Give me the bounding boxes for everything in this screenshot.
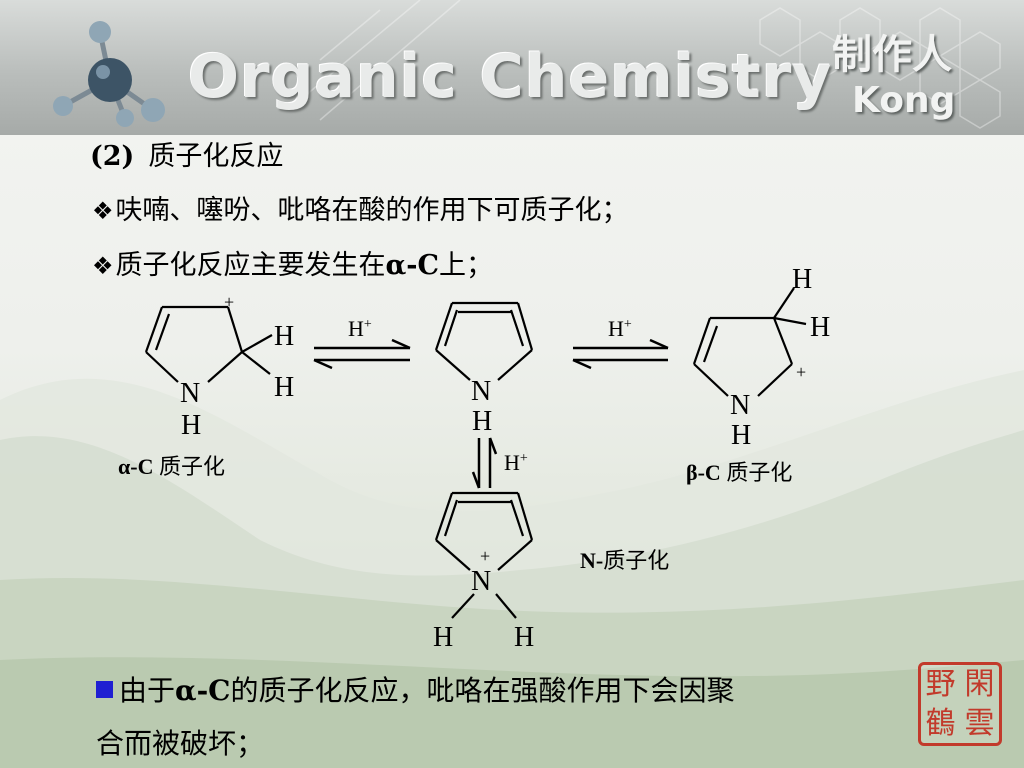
proton-label-left: H+ (348, 316, 372, 341)
beta-atom-h-top: H (792, 264, 812, 295)
footnote-line: 合而被破坏； (96, 727, 265, 760)
author-label: 制作人 (832, 32, 952, 78)
alpha-atom-h2: H (274, 372, 294, 403)
pyrrole-atom-n: N (471, 376, 491, 407)
author-seal-stamp: 野 閑 鶴 雲 (918, 662, 1002, 746)
seal-char: 野 (925, 667, 956, 702)
beta-atom-nh: H (731, 420, 751, 451)
pyrrole-atom-h: H (472, 406, 492, 437)
equilibrium-arrow-left (313, 338, 411, 370)
bullet-text: 上； (439, 250, 493, 281)
bullet-text: 呋喃、噻吩、吡咯在酸的作用下可质子化； (115, 195, 629, 226)
seal-char: 閑 (964, 667, 995, 702)
n-atom-n: N (471, 566, 491, 597)
proton-label-vertical: H+ (504, 450, 528, 475)
beta-caption: β-C 质子化 (686, 460, 792, 485)
n-charge: + (480, 546, 490, 566)
bullet-item: ❖呋喃、噻吩、吡咯在酸的作用下可质子化； (92, 188, 629, 227)
square-bullet-icon (96, 681, 113, 698)
footnote-text-bold: α-C (175, 674, 231, 707)
author-name: Kong (852, 80, 956, 121)
equilibrium-arrow-vertical (471, 437, 498, 489)
beta-charge: + (796, 362, 806, 382)
section-heading: (2) 质子化反应 (90, 134, 283, 173)
alpha-caption: α-C 质子化 (118, 454, 225, 479)
bullet-item: ❖质子化反应主要发生在α-C上； (92, 243, 493, 282)
beta-atom-n: N (730, 390, 750, 421)
beta-protonated-pyrrole (692, 287, 807, 397)
seal-char: 鶴 (925, 706, 956, 741)
methane-molecule-icon (53, 21, 165, 127)
footnote-text: 的质子化反应，吡咯在强酸作用下会因聚 (230, 674, 735, 707)
header-title: Organic Chemistry (188, 42, 833, 112)
footnote-text: 由于 (119, 674, 176, 707)
alpha-atom-nh: H (181, 410, 201, 441)
alpha-protonated-pyrrole (144, 305, 273, 383)
background-landscape (0, 370, 1024, 768)
alpha-atom-n: N (180, 378, 200, 409)
alpha-atom-h1: H (274, 321, 294, 352)
n-caption: N-质子化 (580, 548, 669, 573)
n-atom-h-left: H (433, 622, 453, 653)
pyrrole-molecule (434, 301, 534, 381)
equilibrium-arrow-right (572, 338, 669, 370)
hexagon-pattern-icon (299, 0, 1001, 129)
n-protonated-pyrrole (434, 491, 534, 619)
beta-atom-h-right: H (810, 312, 830, 343)
bullet-text-bold: α-C (385, 250, 439, 281)
section-number: (2) (90, 141, 135, 172)
bullet-text: 质子化反应主要发生在 (115, 250, 386, 281)
proton-label-right: H+ (608, 316, 632, 341)
footnote-line: 由于α-C的质子化反应，吡咯在强酸作用下会因聚 (96, 669, 734, 709)
alpha-charge: + (224, 292, 234, 312)
header-banner: Organic Chemistry 制作人 Kong (0, 0, 1024, 135)
diamond-bullet-icon: ❖ (92, 252, 114, 280)
seal-char: 雲 (964, 706, 995, 741)
section-title: 质子化反应 (148, 141, 284, 172)
n-atom-h-right: H (514, 622, 534, 653)
diamond-bullet-icon: ❖ (92, 197, 114, 225)
